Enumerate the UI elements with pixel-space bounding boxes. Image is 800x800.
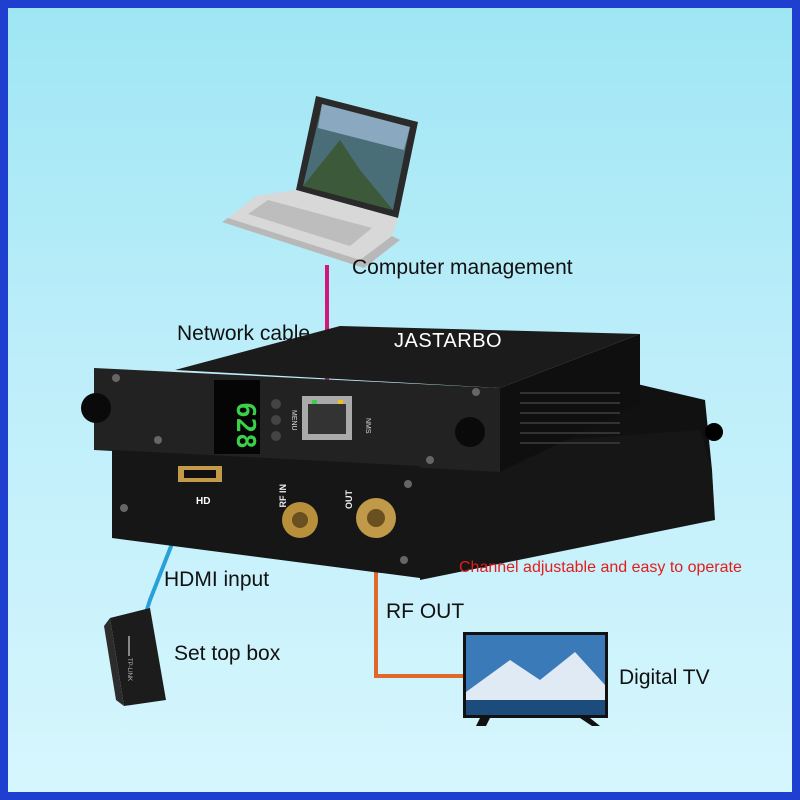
- computer-management-label: Computer management: [352, 256, 573, 279]
- down-button: [271, 431, 281, 441]
- rf-in-label: RF IN: [278, 484, 288, 508]
- nms-label: NMS: [364, 418, 371, 434]
- rf-cable: [374, 540, 465, 678]
- led-display: [214, 380, 260, 454]
- tagline: Channel adjustable and easy to operate: [459, 559, 742, 576]
- hd-port-label: HD: [196, 496, 211, 507]
- tv-icon: [463, 632, 608, 726]
- upper-chassis: [175, 326, 640, 472]
- set-top-box-icon: [104, 608, 166, 706]
- left-thumbscrew: [81, 393, 111, 423]
- right-thumbscrew: [455, 417, 485, 447]
- front-panel-upper: [94, 368, 500, 472]
- rj45-port-icon: [302, 396, 352, 440]
- hdmi-input-label: HDMI input: [164, 568, 270, 591]
- rf-out-label: RF OUT: [386, 600, 465, 623]
- display-reading: 628: [230, 401, 260, 449]
- set-top-box-label: Set top box: [174, 642, 281, 665]
- stb-brand-label: TP-LINK: [126, 658, 132, 682]
- out-label: OUT: [344, 490, 354, 509]
- digital-tv-label: Digital TV: [619, 666, 710, 689]
- menu-button: [271, 415, 281, 425]
- rf-in-connector-icon: [282, 502, 318, 538]
- laptop-icon: [222, 96, 418, 268]
- rf-out-connector-icon: [356, 498, 396, 538]
- up-button: [271, 399, 281, 409]
- network-cable-label: Network cable: [177, 322, 311, 345]
- product-illustration: [81, 96, 723, 726]
- brand-label: JASTARBO: [394, 330, 503, 352]
- menu-label: MENU: [290, 410, 297, 431]
